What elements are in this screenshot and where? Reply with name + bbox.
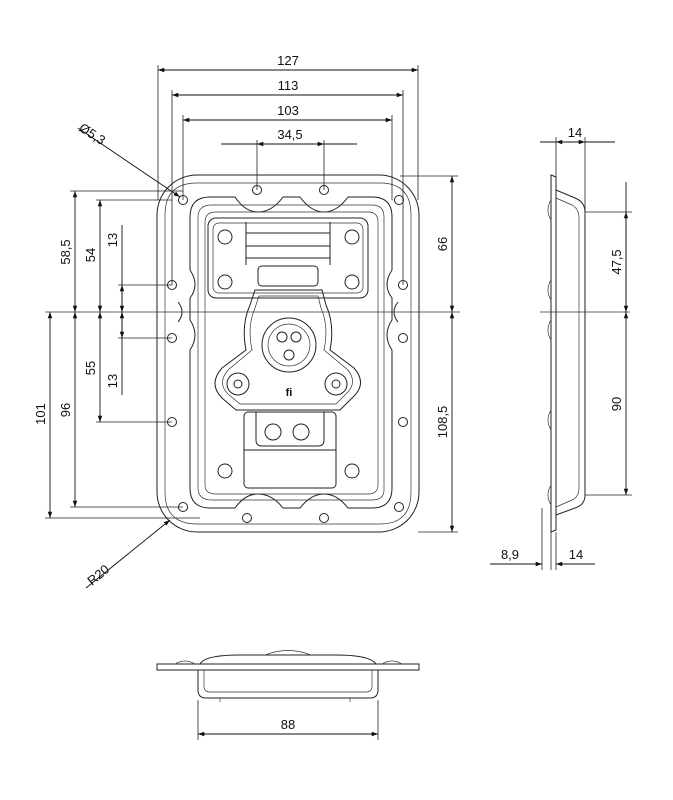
keeper-rivet-bl — [217, 274, 233, 290]
dim-101: 101 — [33, 403, 48, 425]
dim-66: 66 — [435, 237, 450, 251]
keeper-rivet-tl — [217, 229, 233, 245]
dim-55: 55 — [83, 361, 98, 375]
lower-hole-left — [264, 423, 282, 441]
mounting-hole-bottom-2 — [319, 513, 329, 523]
bottom-view: 88 — [156, 650, 420, 740]
logo-mark: fi — [286, 387, 293, 399]
dim-108-5: 108,5 — [435, 406, 450, 439]
dim-47-5: 47,5 — [609, 249, 624, 274]
lever-pivot-left-hole — [233, 379, 243, 389]
bottom-body-inner — [203, 670, 373, 693]
lower-rivet-right — [344, 463, 360, 479]
recess-inner-line — [197, 204, 385, 501]
plate-flange-line — [164, 182, 412, 525]
dim-96: 96 — [58, 403, 73, 417]
lever-pivot-right-hole — [331, 379, 341, 389]
mounting-hole-right-3 — [398, 417, 408, 427]
dim-34-5: 34,5 — [277, 127, 302, 142]
lever-hub-outer — [261, 317, 317, 373]
lower-hole-right — [292, 423, 310, 441]
bottom-body — [197, 670, 379, 699]
side-profile-bumps — [547, 199, 552, 506]
keeper-inner — [212, 222, 364, 294]
front-view: fi 127 113 103 34,5 Ø5,3 — [33, 53, 460, 589]
bottom-lever-hub — [264, 650, 312, 656]
keeper-hook — [257, 265, 319, 287]
dim-88: 88 — [281, 717, 295, 732]
dim-103: 103 — [277, 103, 299, 118]
dim-8-9: 8,9 — [501, 547, 519, 562]
mounting-hole-top-right — [394, 195, 404, 205]
dim-58-5: 58,5 — [58, 239, 73, 264]
dim-side-14: 14 — [568, 125, 582, 140]
dim-flange-14: 14 — [569, 547, 583, 562]
side-body — [555, 189, 586, 516]
dim-90: 90 — [609, 397, 624, 411]
mounting-hole-bottom-right — [394, 502, 404, 512]
dim-13-top: 13 — [105, 233, 120, 247]
dim-13-bottom: 13 — [105, 374, 120, 388]
side-flange — [550, 174, 557, 533]
leader-radius — [85, 519, 171, 589]
bottom-flange — [156, 663, 420, 671]
leader-hole-dia — [77, 127, 181, 198]
dim-54: 54 — [83, 248, 98, 262]
lever-hub-hole-2 — [290, 331, 302, 343]
side-view: 14 47,5 90 8,9 14 — [490, 125, 632, 570]
bottom-lever-bumps — [199, 654, 377, 665]
mounting-hole-bottom-1 — [242, 513, 252, 523]
bottom-side-bumps — [174, 660, 403, 665]
recess-outline — [189, 196, 393, 509]
lever-plate — [214, 289, 361, 411]
dim-radius: R20 — [84, 561, 112, 588]
lever-pivot-right — [324, 372, 348, 396]
lever-plate-inner — [222, 295, 353, 405]
recess-inner-line-2 — [204, 211, 379, 495]
mounting-hole-right-2 — [398, 333, 408, 343]
lever-hub-hole-3 — [283, 349, 295, 361]
keeper-rivet-br — [344, 274, 360, 290]
side-body-inner — [555, 197, 580, 508]
lever-hub-inner — [267, 323, 311, 367]
lever-hub-hole-1 — [276, 331, 288, 343]
lower-shackle — [255, 412, 325, 447]
lever-pivot-left — [226, 372, 250, 396]
dim-hole-dia: Ø5,3 — [76, 120, 108, 148]
keeper-plate — [207, 217, 369, 299]
lower-rivet-left — [217, 463, 233, 479]
dim-113: 113 — [278, 78, 299, 93]
plate-outline — [156, 174, 420, 533]
dim-127: 127 — [277, 53, 299, 68]
keeper-rivet-tr — [344, 229, 360, 245]
